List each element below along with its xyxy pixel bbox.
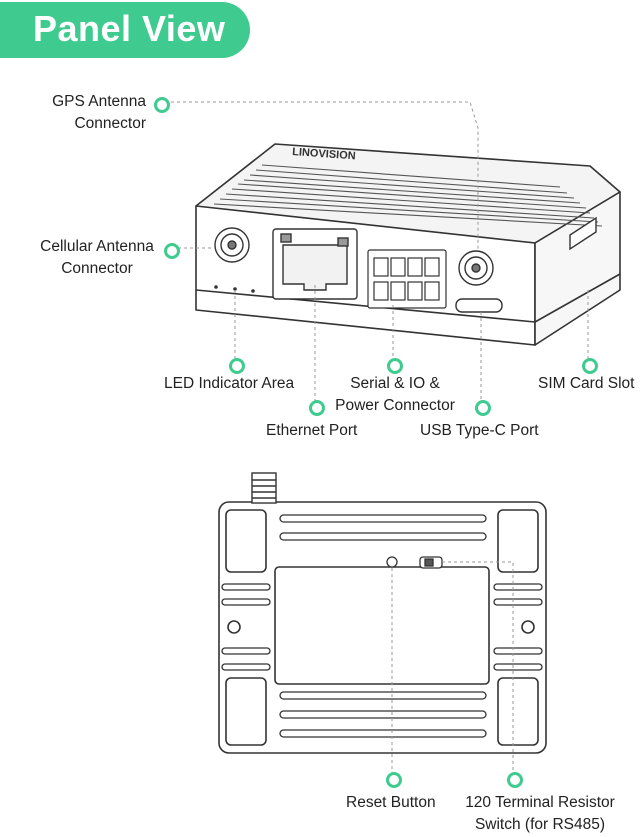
cellular-antenna-connector-shape — [214, 227, 250, 263]
usb-callout-dot — [475, 400, 491, 416]
usb-type-c-label: USB Type-C Port — [420, 422, 539, 439]
ethernet-port-shape — [272, 228, 358, 300]
gps-callout-dot — [154, 97, 170, 113]
led-callout-dot — [229, 358, 245, 374]
reset-button-shape — [386, 556, 398, 568]
reset-button-label: Reset Button — [346, 794, 436, 811]
cellular-callout-dot — [164, 243, 180, 259]
terminal-callout-dot — [507, 772, 523, 788]
sim-card-slot-label: SIM Card Slot — [538, 375, 635, 392]
brand-logo: LINOVISION — [292, 146, 356, 162]
serial-connector-label: Serial & IO &Power Connector — [335, 375, 455, 414]
antenna-stub — [251, 472, 277, 504]
terminal-resistor-switch-shape — [419, 556, 443, 569]
serial-callout-dot — [387, 358, 403, 374]
sim-card-slot-shape — [569, 216, 597, 251]
usb-type-c-port-shape — [455, 298, 503, 313]
header-banner — [0, 2, 250, 58]
bottom-vent-slots — [221, 514, 543, 738]
sim-callout-dot — [582, 358, 598, 374]
cooling-fins — [213, 164, 603, 227]
page-title: Panel View — [33, 8, 226, 49]
gps-antenna-connector-shape — [458, 250, 494, 286]
reset-callout-dot — [386, 772, 402, 788]
serial-io-connector-shape — [367, 249, 447, 309]
device-side-face — [534, 191, 621, 346]
led-indicator-label: LED Indicator Area — [164, 375, 295, 392]
ethernet-callout-dot — [309, 400, 325, 416]
ethernet-port-label: Ethernet Port — [266, 422, 358, 439]
device-bottom-view — [218, 501, 547, 754]
